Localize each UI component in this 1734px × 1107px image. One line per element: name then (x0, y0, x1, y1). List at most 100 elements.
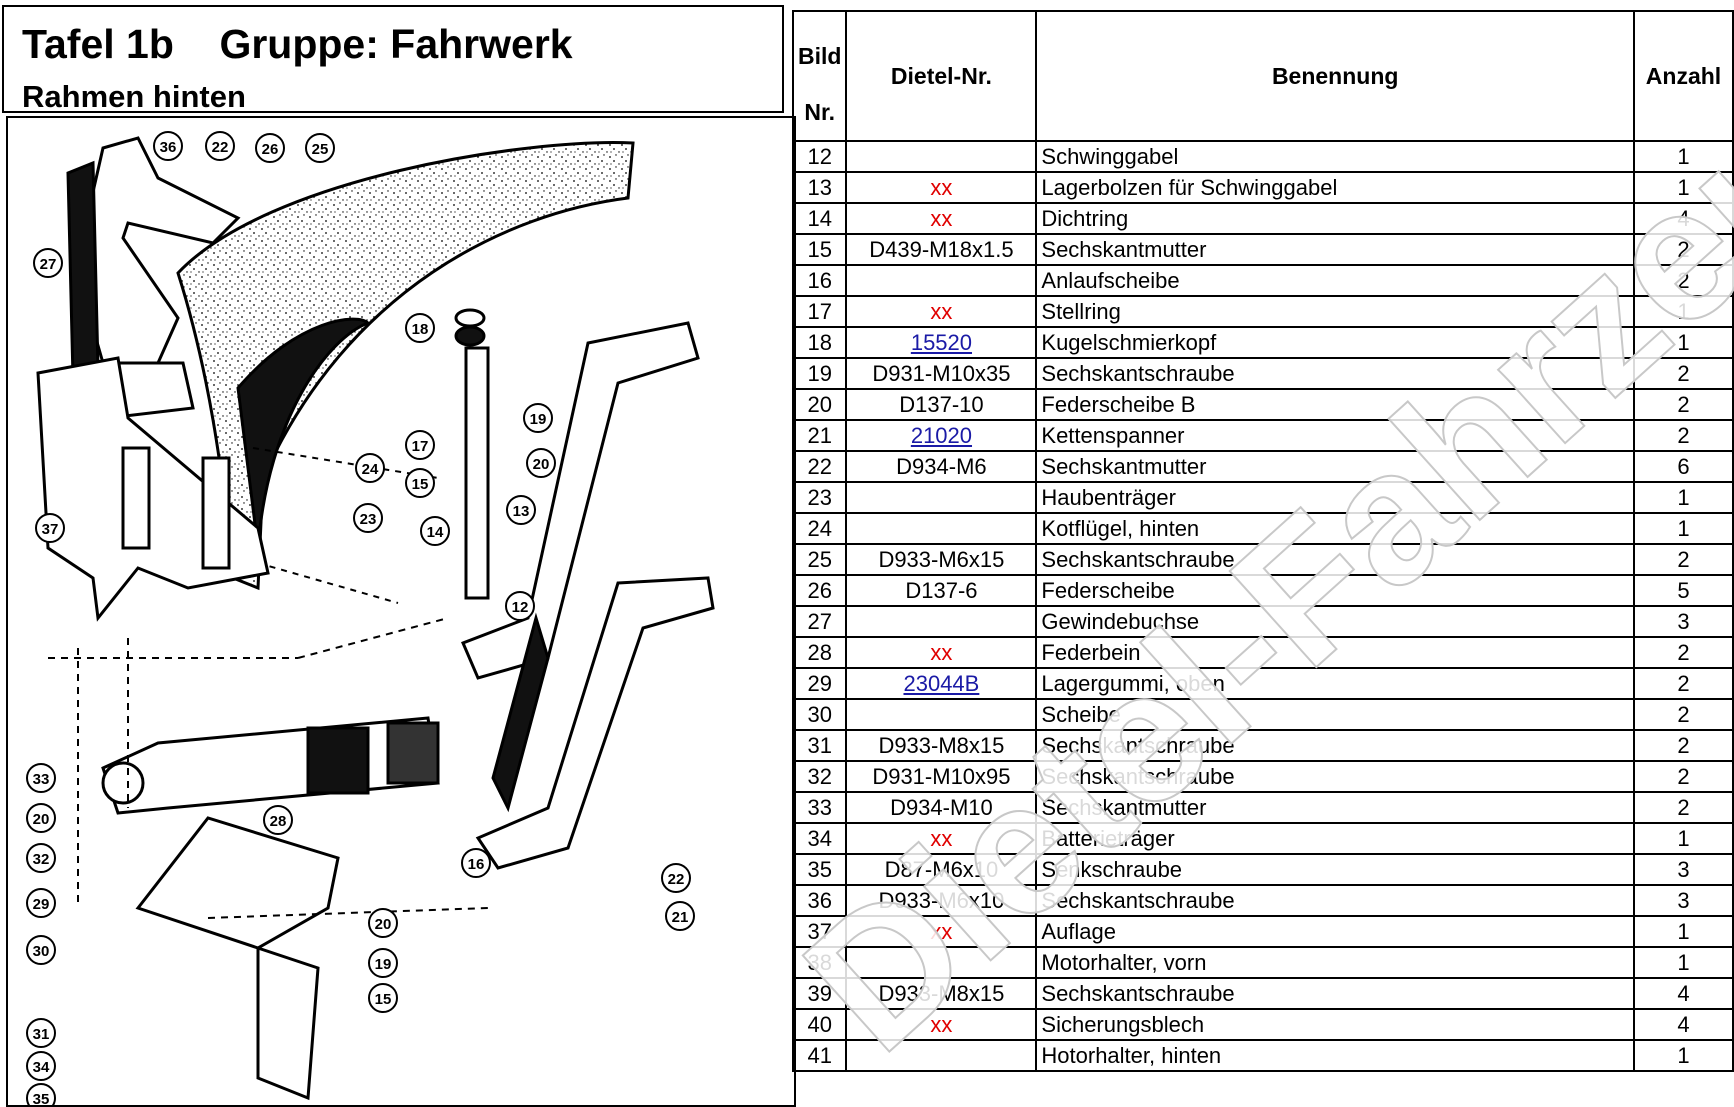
cell-benennung: Dichtring (1035, 202, 1635, 235)
cell-anzahl: 2 (1633, 419, 1734, 452)
cell-anzahl: 3 (1633, 853, 1734, 886)
cell-bild-nr: 14 (791, 202, 848, 235)
cell-anzahl: 1 (1633, 326, 1734, 359)
cell-benennung: Kugelschmierkopf (1035, 326, 1635, 359)
cell-bild-nr: 15 (791, 233, 848, 266)
cell-benennung: Hotorhalter, hinten (1035, 1039, 1635, 1072)
cell-bild-nr: 36 (791, 884, 848, 917)
callout-circle (305, 133, 335, 163)
cell-anzahl: 1 (1633, 295, 1734, 328)
cell-anzahl: 4 (1633, 202, 1734, 235)
cell-benennung: Senkschraube (1035, 853, 1635, 886)
column-header-anzahl: Anzahl (1633, 10, 1734, 142)
cell-anzahl: 2 (1633, 357, 1734, 390)
cell-dietel-nr: D933-M8x15 (845, 729, 1038, 762)
part-number: D439-M18x1.5 (869, 237, 1014, 262)
cell-anzahl: 2 (1633, 388, 1734, 421)
cell-dietel-nr-missing: xx (845, 1008, 1038, 1041)
callout-label: 33 (33, 771, 50, 788)
callout-circle (505, 591, 535, 621)
callout-circle (368, 908, 398, 938)
cell-bild-nr: 22 (791, 450, 848, 483)
part-number: D137-10 (899, 392, 984, 417)
cell-dietel-nr-missing: xx (845, 171, 1038, 204)
cell-bild-nr: 40 (791, 1008, 848, 1041)
cell-dietel-nr-missing: xx (845, 915, 1038, 948)
callout-label: 22 (212, 139, 229, 156)
cell-bild-nr: 39 (791, 977, 848, 1010)
column-header-dietel-nr: Dietel-Nr. (845, 10, 1038, 142)
cell-bild-nr: 41 (791, 1039, 848, 1072)
callout-circle (35, 513, 65, 543)
cell-benennung: Sechskantmutter (1035, 233, 1635, 266)
callout-label: 36 (160, 139, 177, 156)
cell-anzahl: 1 (1633, 512, 1734, 545)
cell-dietel-nr-link[interactable]: 23044B (845, 667, 1038, 700)
callout-label: 35 (33, 1091, 50, 1107)
callout-circle (205, 131, 235, 161)
cell-dietel-nr-link[interactable]: 21020 (845, 419, 1038, 452)
bearing-pin (454, 308, 490, 600)
callout-label: 15 (375, 991, 392, 1008)
callout-label: 21 (672, 909, 689, 926)
callout-circle (405, 468, 435, 498)
title-block: Tafel 1b Gruppe: Fahrwerk Rahmen hinten (2, 5, 784, 114)
callout-label: 25 (312, 141, 329, 158)
callout-circle (523, 403, 553, 433)
cell-dietel-nr: D933-M8x15 (845, 977, 1038, 1010)
cell-dietel-nr (845, 512, 1038, 545)
missing-marker: xx (930, 1012, 953, 1037)
callout-label: 15 (412, 476, 429, 493)
cell-dietel-nr (845, 481, 1038, 514)
missing-marker: xx (930, 299, 953, 324)
part-number: D934-M10 (890, 795, 993, 820)
cell-anzahl: 3 (1633, 605, 1734, 638)
callout-label: 20 (33, 811, 50, 828)
cell-benennung: Motorhalter, vorn (1035, 946, 1635, 979)
missing-marker: xx (930, 206, 953, 231)
cell-dietel-nr: D933-M6x15 (845, 543, 1038, 576)
cell-benennung: Lagergummi, oben (1035, 667, 1635, 700)
callout-circle (661, 863, 691, 893)
part-number: D933-M8x15 (878, 981, 1005, 1006)
cell-dietel-nr-missing: xx (845, 295, 1038, 328)
cell-anzahl: 2 (1633, 543, 1734, 576)
callout-circle (353, 503, 383, 533)
callout-label: 19 (375, 956, 392, 973)
callout-label: 17 (412, 438, 429, 455)
cell-benennung: Gewindebuchse (1035, 605, 1635, 638)
cell-bild-nr: 38 (791, 946, 848, 979)
cell-dietel-nr: D137-6 (845, 574, 1038, 607)
cell-anzahl: 2 (1633, 729, 1734, 762)
callout-circle (26, 843, 56, 873)
part-link[interactable]: 15520 (910, 330, 973, 355)
part-link[interactable]: 21020 (910, 423, 973, 448)
callout-label: 13 (513, 503, 530, 520)
missing-marker: xx (930, 175, 953, 200)
callout-label: 31 (33, 1026, 50, 1043)
cell-bild-nr: 13 (791, 171, 848, 204)
cell-anzahl: 4 (1633, 1008, 1734, 1041)
callout-label: 16 (468, 856, 485, 873)
callout-circle (526, 448, 556, 478)
callout-circle (420, 516, 450, 546)
cell-dietel-nr-link[interactable]: 15520 (845, 326, 1038, 359)
part-link[interactable]: 23044B (903, 671, 980, 696)
